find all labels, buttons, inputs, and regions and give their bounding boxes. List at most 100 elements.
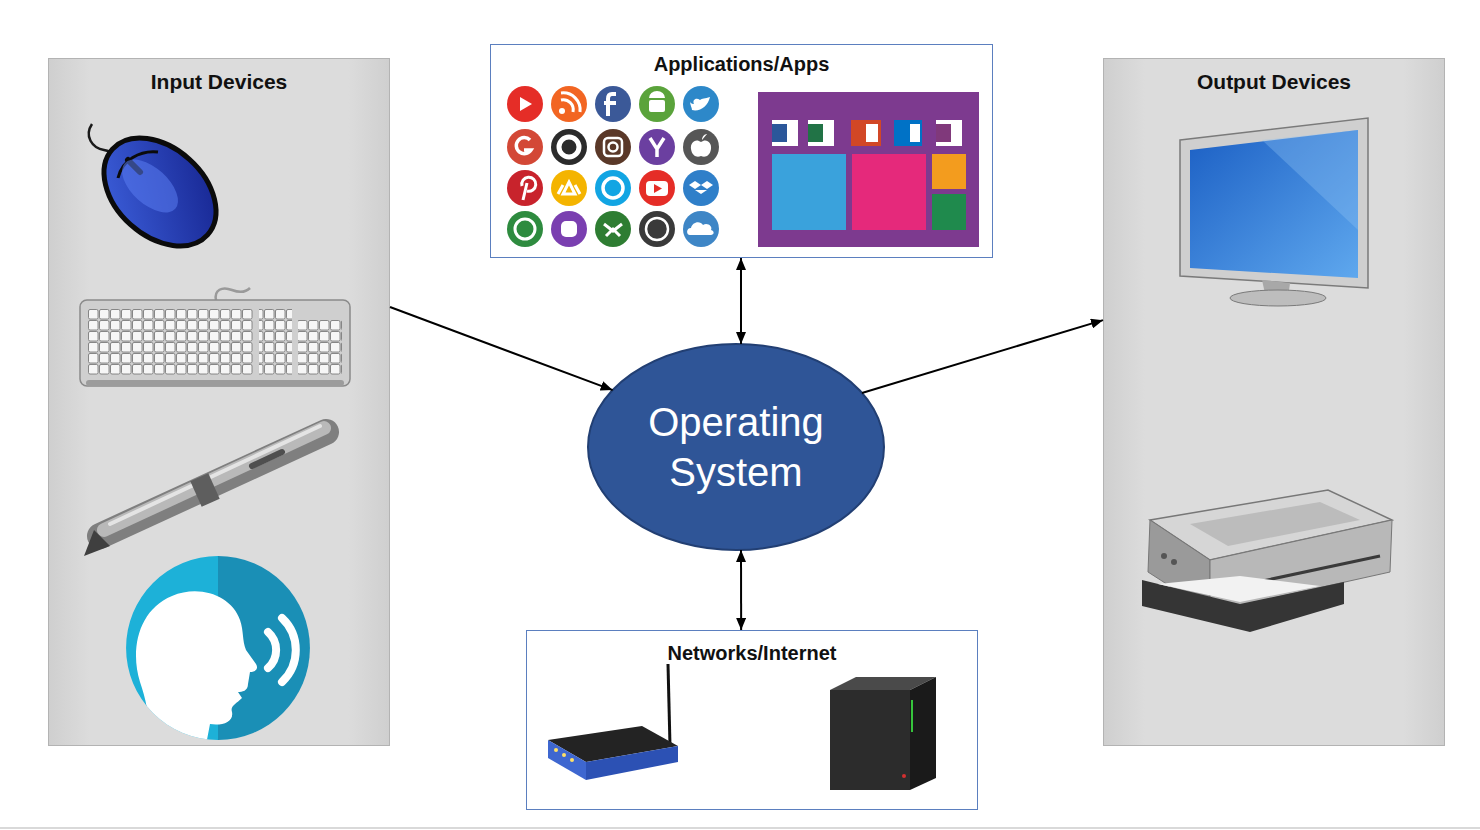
panel-heading: Applications/Apps (491, 53, 992, 76)
mouse-illustration (83, 116, 237, 267)
printer-illustration (1161, 553, 1167, 559)
app-icons (639, 170, 675, 206)
keyboard-illustration (298, 320, 342, 375)
office-tiles (932, 154, 966, 189)
panel-heading: Networks/Internet (527, 642, 977, 665)
printer-illustration (1158, 576, 1320, 602)
office-tiles (894, 120, 922, 146)
app-icons (650, 138, 664, 157)
monitor-illustration (1180, 118, 1368, 306)
printer-illustration (1190, 502, 1360, 546)
app-icons (683, 129, 719, 165)
router-illustration (586, 746, 678, 780)
office-tiles (772, 120, 798, 146)
app-icons (515, 219, 535, 239)
stylus-illustration (84, 530, 110, 556)
office-tiles (852, 154, 926, 230)
speech-input-icon (126, 556, 218, 740)
device-panel: Input Devices (48, 58, 390, 746)
keyboard-illustration (88, 309, 253, 375)
monitor-illustration (1190, 130, 1358, 278)
app-icons (604, 138, 622, 156)
device-panel: Output Devices (1103, 58, 1445, 746)
mouse-illustration (89, 124, 118, 160)
app-icons (507, 86, 719, 247)
server-illustration (830, 677, 936, 790)
mouse-illustration (113, 150, 188, 222)
app-icons (603, 178, 623, 198)
app-icons (595, 86, 631, 122)
ellipse-outline (588, 344, 884, 550)
office-tiles (808, 120, 834, 146)
office-tiles (932, 194, 966, 230)
app-icons (690, 97, 710, 110)
app-icons (551, 211, 587, 247)
office-tiles (936, 124, 951, 142)
panel-heading: Output Devices (1104, 59, 1444, 94)
printer-illustration (1150, 490, 1392, 560)
server-illustration (830, 677, 936, 690)
footer-rule (0, 827, 1480, 829)
office-tiles (910, 124, 920, 142)
keyboard-illustration (259, 309, 292, 375)
keyboard-illustration (80, 288, 350, 386)
network-panel: Networks/Internet (526, 630, 978, 810)
monitor-illustration (1262, 280, 1290, 298)
speech-input-icon (268, 632, 276, 668)
office-tiles (758, 92, 979, 247)
keyboard-illustration (80, 300, 350, 386)
app-icons (551, 86, 587, 122)
app-icons (522, 177, 536, 200)
apps-panel: Applications/Apps (490, 44, 993, 258)
flow-arrow (740, 550, 742, 630)
app-icons (507, 170, 543, 206)
app-icons (604, 224, 622, 236)
keyboard-illustration (216, 288, 250, 300)
server-illustration (911, 700, 913, 732)
stylus-illustration (84, 426, 326, 556)
router-illustration (548, 726, 678, 762)
monitor-illustration (1262, 130, 1358, 230)
router-illustration (668, 664, 670, 746)
app-icons (595, 211, 631, 247)
app-icons (691, 134, 711, 157)
app-icons (646, 181, 668, 196)
app-icons (507, 129, 543, 165)
printer-illustration (1142, 580, 1344, 632)
app-icons (595, 170, 631, 206)
stylus-illustration (100, 432, 326, 536)
speech-input-icon (136, 591, 257, 745)
stylus-illustration (104, 428, 324, 530)
os-ellipse: Operating System (586, 342, 886, 552)
connector-layer (390, 258, 1103, 630)
app-icons (604, 94, 616, 116)
router-illustration (548, 740, 586, 780)
app-icons (646, 218, 668, 240)
app-icons (687, 222, 714, 235)
router-illustration (562, 753, 566, 757)
app-icons (683, 211, 719, 247)
speech-input-icon (126, 556, 310, 745)
panel-heading: Input Devices (49, 59, 389, 94)
router-illustration (554, 748, 558, 752)
mouse-illustration (83, 116, 237, 267)
app-icons (683, 86, 719, 122)
app-icons (639, 211, 675, 247)
app-icons (609, 143, 618, 152)
printer-illustration (1171, 559, 1177, 565)
app-icons (551, 129, 587, 165)
office-tiles (772, 154, 846, 230)
mouse-illustration (118, 152, 158, 178)
app-icons (561, 93, 580, 112)
flow-arrow (740, 258, 742, 344)
app-icons (649, 91, 665, 98)
office-tiles (936, 120, 962, 146)
office-tiles (808, 124, 823, 142)
stylus-illustration (196, 486, 214, 494)
monitor-illustration (1230, 290, 1326, 306)
app-icons (561, 221, 577, 237)
app-icons (507, 86, 543, 122)
office-tiles (772, 124, 787, 142)
